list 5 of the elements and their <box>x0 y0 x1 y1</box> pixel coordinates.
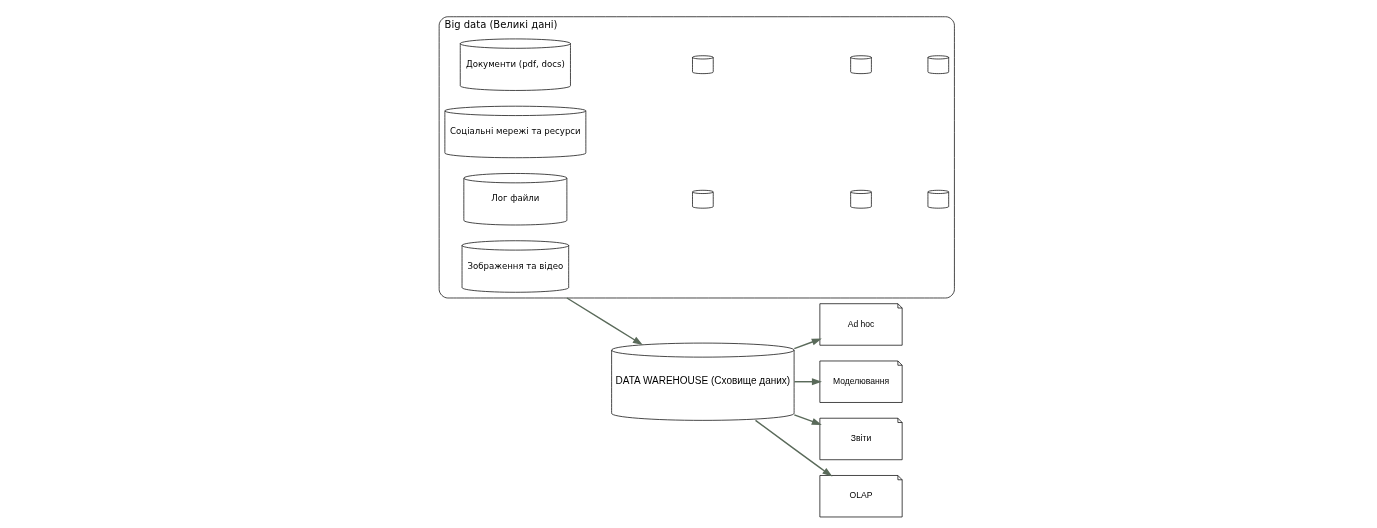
arrow <box>565 297 643 345</box>
arrow <box>793 414 822 425</box>
arrow <box>754 419 832 477</box>
arrow <box>793 338 822 350</box>
arrow <box>793 378 822 386</box>
